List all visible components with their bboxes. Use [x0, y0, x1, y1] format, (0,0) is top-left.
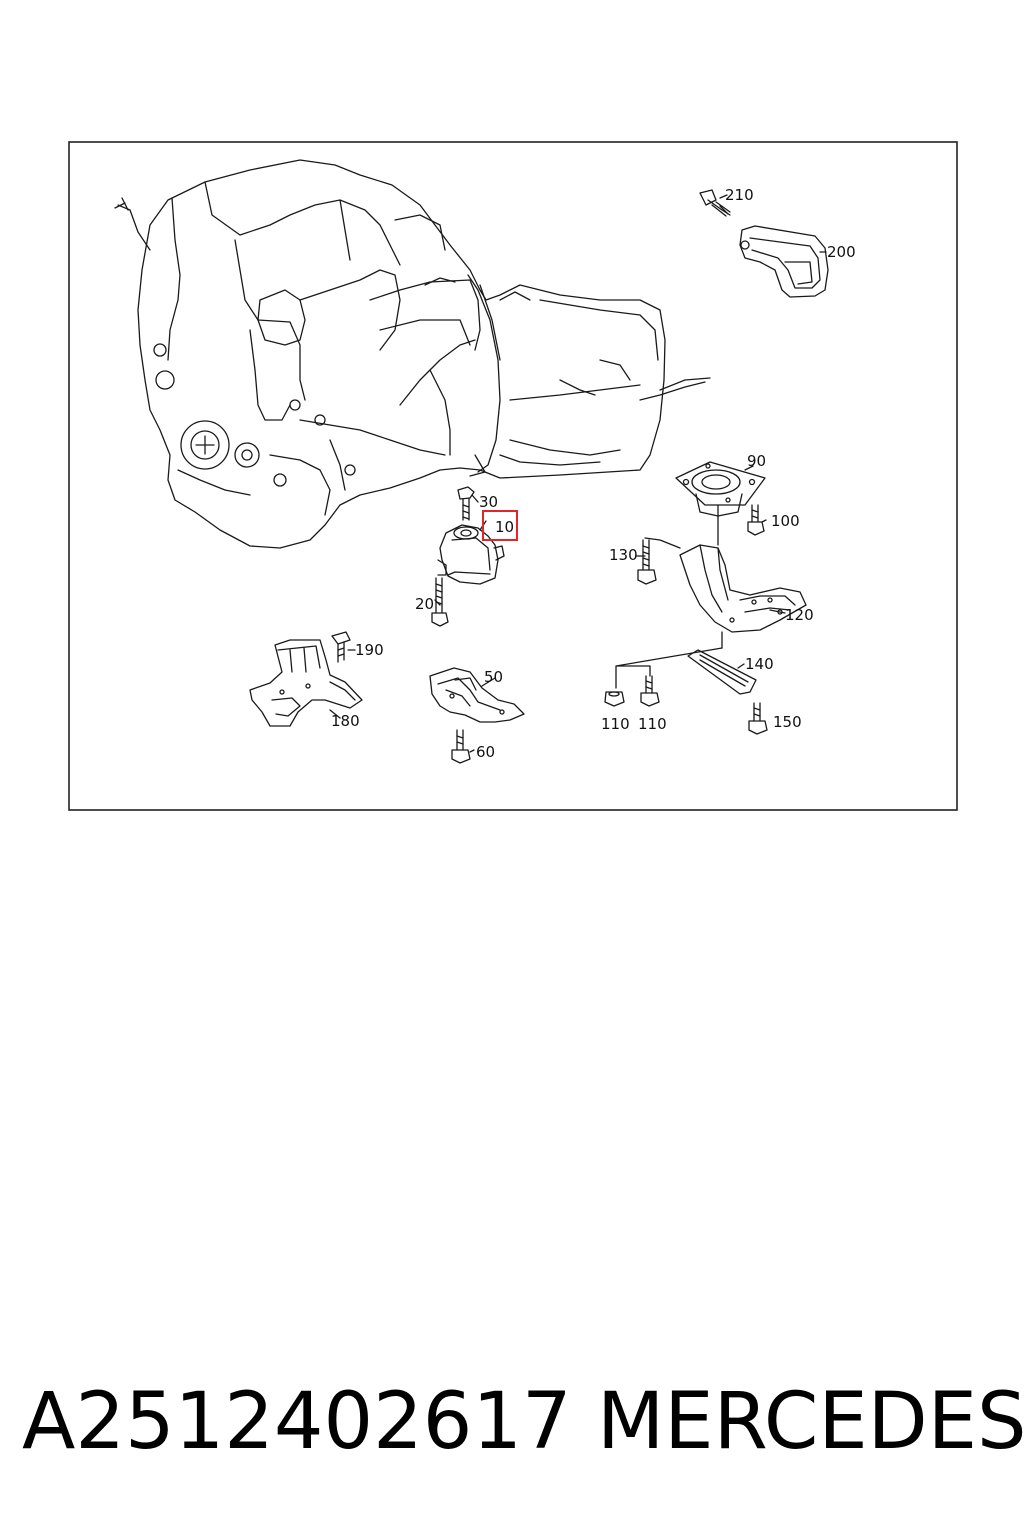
callout-30[interactable]: 30 [479, 493, 498, 511]
pad-140-illustration [687, 649, 757, 695]
engine-mount-10-illustration [437, 524, 505, 585]
callout-150[interactable]: 150 [773, 713, 802, 731]
callout-190[interactable]: 190 [355, 641, 384, 659]
bolt-100-illustration [747, 504, 765, 536]
part-number: A2512402617 [22, 1377, 572, 1467]
callout-20[interactable]: 20 [415, 595, 434, 613]
footer: A2512402617 MERCEDES [0, 1372, 1024, 1472]
nut-110-illustration [604, 691, 625, 707]
bolt-150-illustration [748, 702, 768, 735]
callout-200[interactable]: 200 [827, 243, 856, 261]
callout-140[interactable]: 140 [745, 655, 774, 673]
bolt-110-illustration [640, 675, 660, 707]
callout-100[interactable]: 100 [771, 512, 800, 530]
bolt-130-illustration [637, 539, 657, 585]
callout-130[interactable]: 130 [609, 546, 638, 564]
callout-50[interactable]: 50 [484, 668, 503, 686]
bracket-50-illustration [429, 667, 525, 723]
bolt-190-illustration [331, 631, 351, 663]
callout-10[interactable]: 10 [495, 518, 514, 536]
callout-110-bolt[interactable]: 110 [638, 715, 667, 733]
callout-90[interactable]: 90 [747, 452, 766, 470]
leader-110 [615, 647, 723, 689]
callout-210[interactable]: 210 [725, 186, 754, 204]
engine-illustration [114, 159, 711, 549]
callout-180[interactable]: 180 [331, 712, 360, 730]
brand-name: MERCEDES [597, 1377, 1024, 1467]
bolt-210-illustration [699, 189, 731, 217]
callout-60[interactable]: 60 [476, 743, 495, 761]
bolt-20-illustration [431, 577, 449, 627]
callout-10-highlight [482, 510, 518, 541]
callout-120[interactable]: 120 [785, 606, 814, 624]
bracket-180-illustration [249, 639, 363, 727]
bolt-60-illustration [451, 729, 471, 764]
callout-110-nut[interactable]: 110 [601, 715, 630, 733]
bracket-200-illustration [739, 225, 829, 298]
diagram-border [68, 141, 958, 811]
